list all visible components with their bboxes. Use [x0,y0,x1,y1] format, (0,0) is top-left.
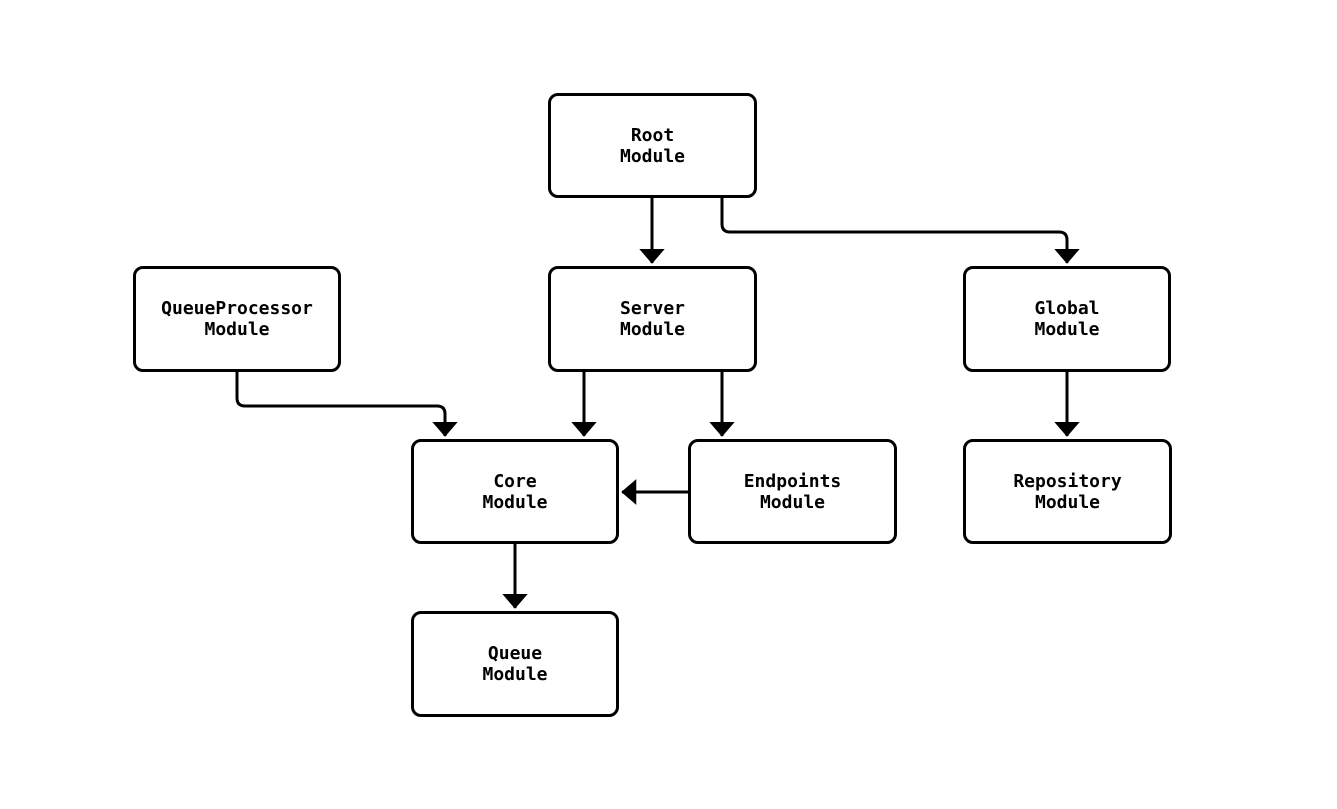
edge-queueprocessor-core [235,372,458,437]
node-label-line: Module [759,491,825,513]
node-label-line: Module [204,319,270,340]
edge-root-global [720,198,1080,264]
node-label-line: Global [1034,298,1100,319]
node-label-line: Module [619,319,686,340]
node-label-line: Module [1034,319,1100,340]
node-label-line: Module [482,491,548,513]
edge-group [235,198,1080,609]
node-label-line: QueueProcessor [161,298,313,319]
node-label-line: Module [619,145,686,167]
node-label-line: Core [493,470,537,492]
node-label-line: Module [1034,491,1101,513]
node-label-line: Queue [487,643,543,664]
node-label-line: Module [482,664,548,685]
node-label-line: Endpoints [743,470,842,492]
node-label-line: Root [630,124,675,146]
node-label-line: Server [619,298,686,319]
node-label-line: Repository [1013,470,1122,492]
